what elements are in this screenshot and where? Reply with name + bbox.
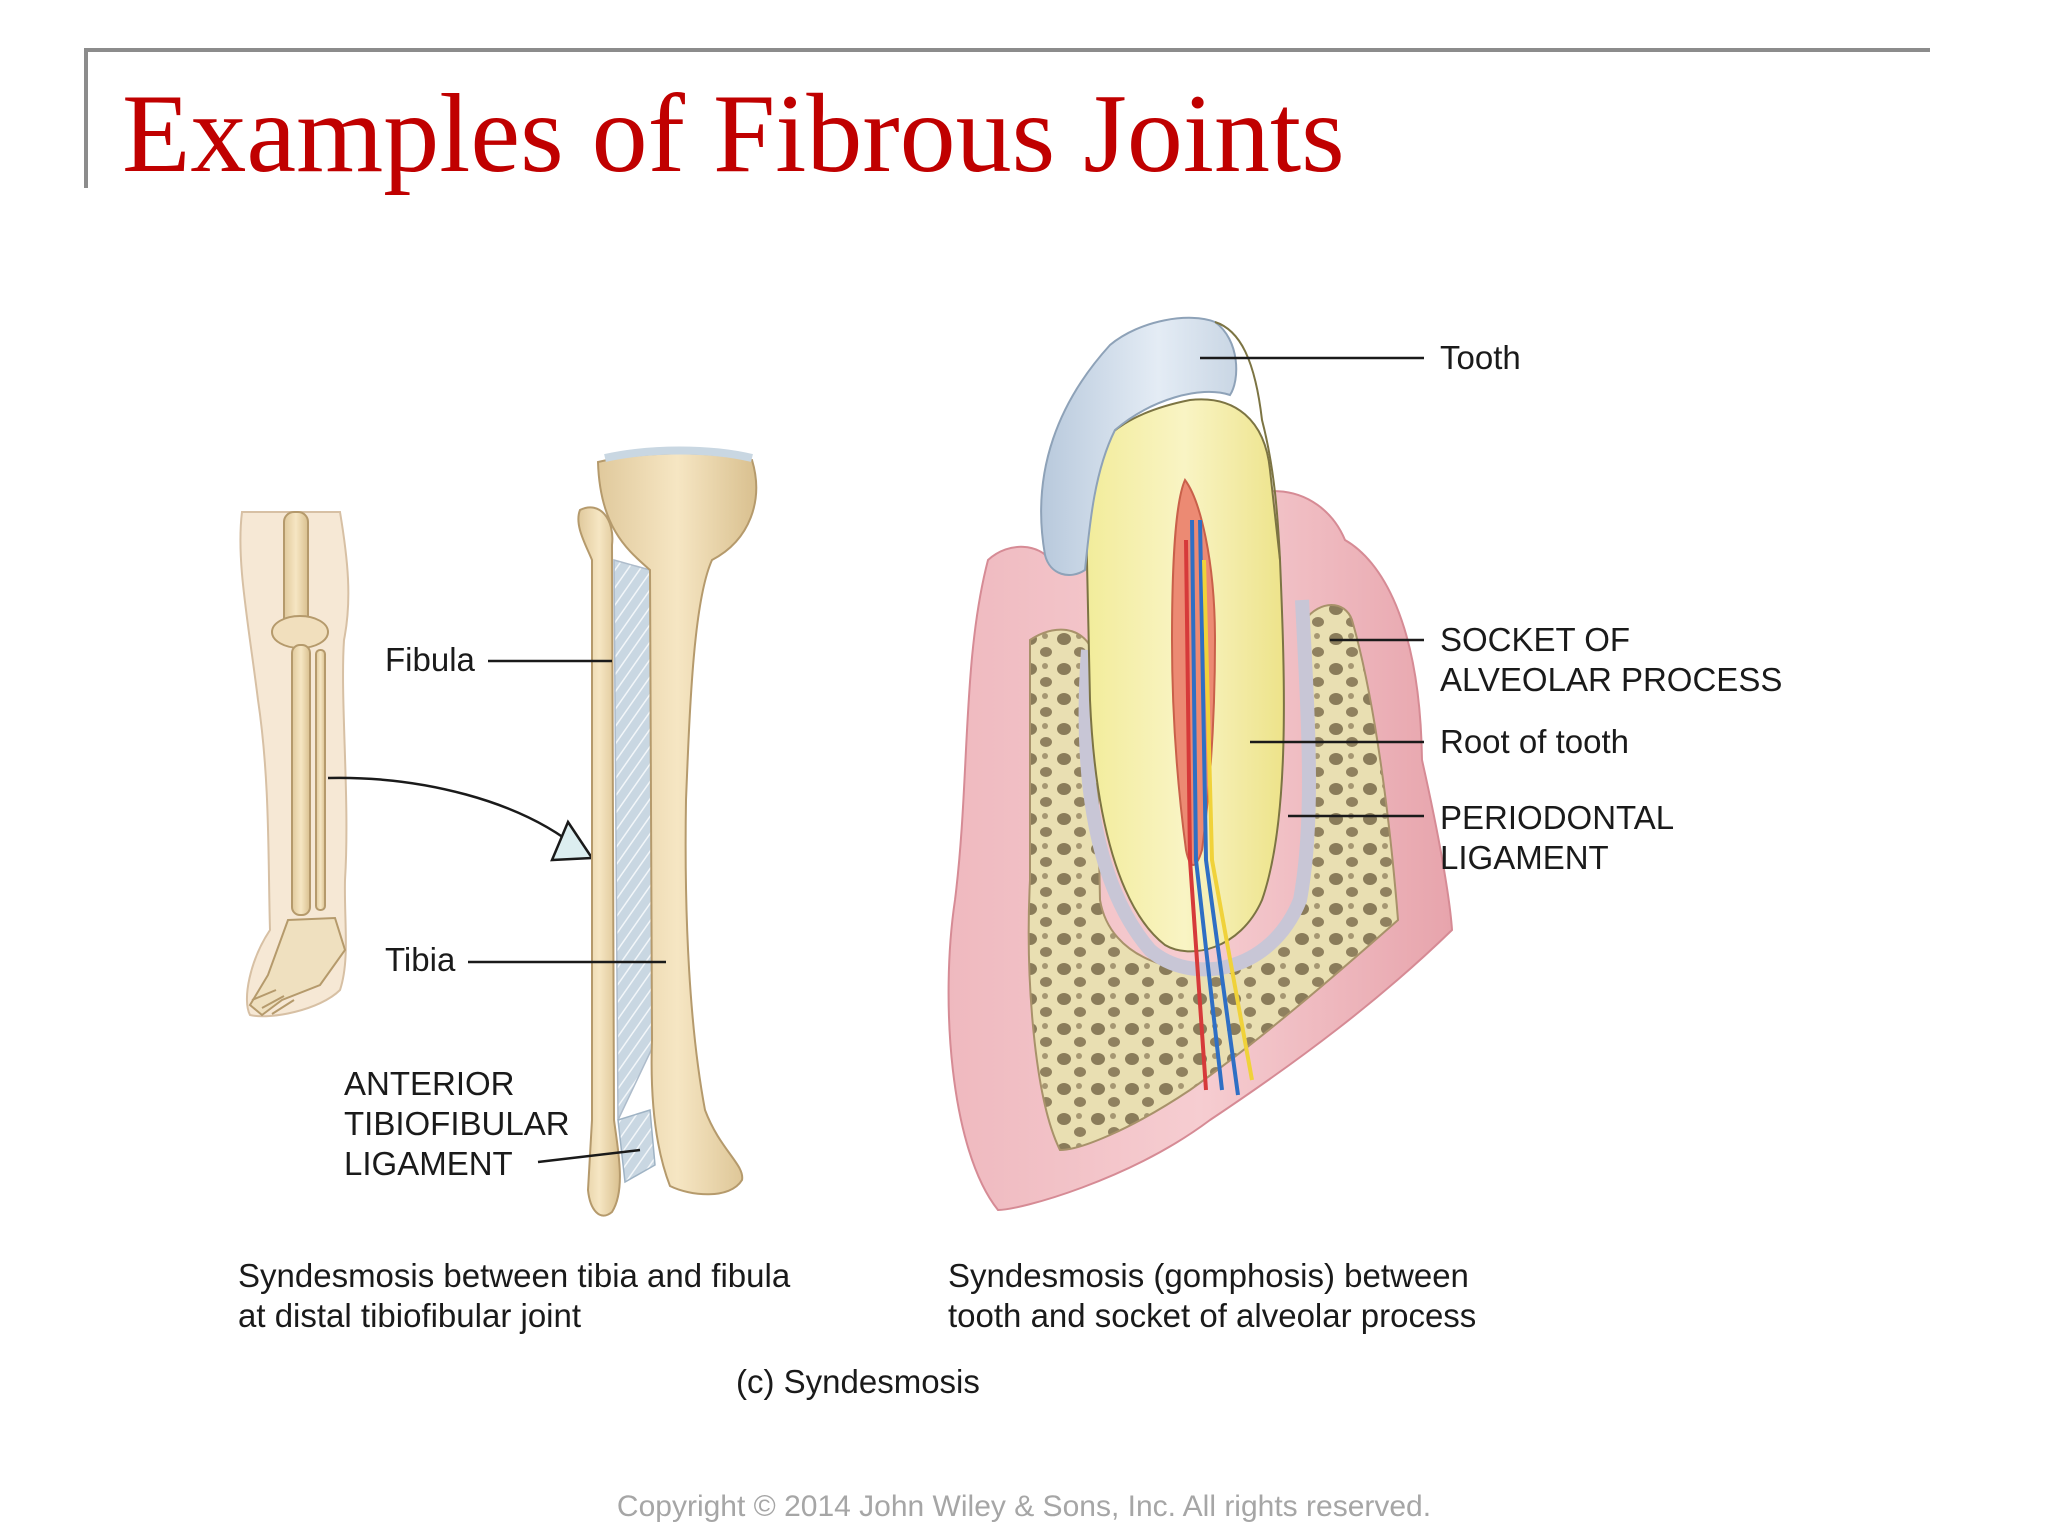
slide-title: Examples of Fibrous Joints <box>122 72 1345 196</box>
pointer-arrow-line <box>327 776 581 851</box>
label-fibula: Fibula <box>385 641 475 678</box>
label-tooth: Tooth <box>1440 339 1521 376</box>
tooth-socket-drawing <box>947 316 1454 1212</box>
slide-frame-left <box>84 48 88 188</box>
tibia-fibula-drawing <box>577 446 758 1217</box>
figure-caption: (c) Syndesmosis <box>736 1363 980 1400</box>
label-tibia: Tibia <box>385 941 456 978</box>
right-caption-line2: tooth and socket of alveolar process <box>948 1297 1477 1334</box>
pointer-arrowhead-icon <box>550 819 595 862</box>
label-root: Root of tooth <box>1440 723 1629 760</box>
left-caption-line1: Syndesmosis between tibia and fibula <box>238 1257 791 1294</box>
left-caption-line2: at distal tibiofibular joint <box>238 1297 582 1334</box>
leg-overview-drawing <box>239 511 350 1018</box>
label-socket-line2: ALVEOLAR PROCESS <box>1440 661 1783 698</box>
label-ligament-line1: ANTERIOR <box>344 1065 515 1102</box>
label-ligament-line3: LIGAMENT <box>344 1145 513 1182</box>
slide-frame-top <box>84 48 1930 52</box>
label-periodontal-line1: PERIODONTAL <box>1440 799 1675 836</box>
label-periodontal-line2: LIGAMENT <box>1440 839 1609 876</box>
copyright-notice: Copyright © 2014 John Wiley & Sons, Inc.… <box>616 1490 1432 1523</box>
label-ligament-line2: TIBIOFIBULAR <box>344 1105 570 1142</box>
leader-lines <box>468 356 1424 1164</box>
label-socket-line1: SOCKET OF <box>1440 621 1631 658</box>
right-caption-line1: Syndesmosis (gomphosis) between <box>948 1257 1469 1294</box>
ligament-leader-line <box>537 1148 641 1164</box>
